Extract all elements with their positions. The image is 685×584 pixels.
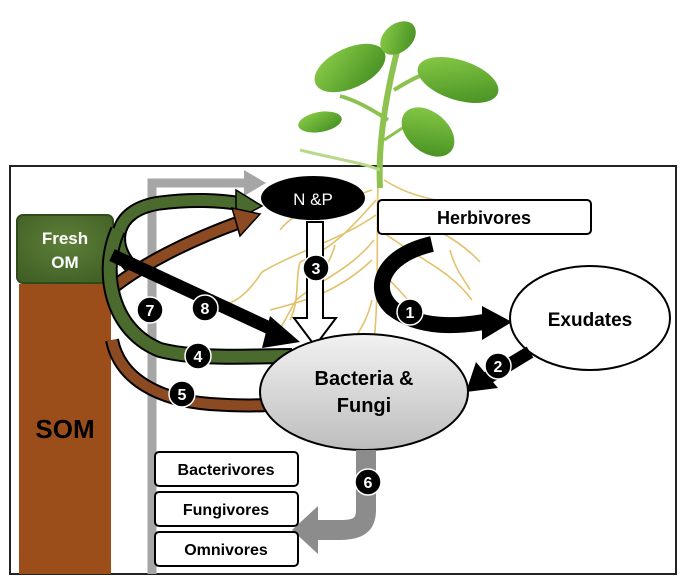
fungivores-box — [154, 491, 299, 527]
bacteria-fungi-label-line1: Bacteria & — [315, 368, 414, 390]
fresh-om-label-line1: Fresh — [42, 229, 88, 248]
bacterivores-label: Bacterivores — [178, 462, 275, 479]
svg-text:1: 1 — [406, 305, 415, 322]
np-label: N &P — [293, 190, 333, 209]
svg-text:6: 6 — [364, 475, 373, 492]
svg-text:8: 8 — [201, 301, 210, 318]
fresh-om-box — [16, 214, 114, 284]
fresh-om-label-line2: OM — [51, 253, 78, 272]
exudates-label: Exudates — [548, 310, 632, 331]
herbivores-label: Herbivores — [437, 208, 531, 228]
arrow-1 — [374, 236, 512, 340]
arrow-5 — [105, 338, 281, 413]
som-box — [19, 284, 111, 574]
exudates-node — [509, 265, 671, 371]
arrow-brown-som-to-np — [105, 207, 262, 296]
badge-1: 1 — [396, 298, 424, 326]
plant-icon — [298, 21, 499, 189]
badge-2: 2 — [484, 352, 512, 380]
som-label: SOM — [35, 414, 94, 444]
omnivores-box — [154, 531, 299, 567]
gray-return-arrow — [147, 170, 266, 574]
svg-text:7: 7 — [146, 303, 155, 320]
arrow-8 — [109, 249, 300, 348]
arrow-4 — [101, 226, 293, 365]
bacterivores-box — [154, 451, 299, 487]
badge-8: 8 — [191, 294, 219, 322]
arrow-3 — [292, 221, 338, 348]
fungivores-label: Fungivores — [183, 502, 269, 519]
svg-text:4: 4 — [194, 349, 203, 366]
badge-4: 4 — [184, 342, 212, 370]
badge-7: 7 — [136, 296, 164, 324]
svg-text:2: 2 — [494, 359, 503, 376]
omnivores-label: Omnivores — [184, 542, 268, 559]
badge-5: 5 — [168, 380, 196, 408]
herbivores-box — [377, 199, 592, 235]
bacteria-fungi-node — [259, 333, 469, 451]
badge-3: 3 — [302, 254, 330, 282]
svg-text:5: 5 — [178, 387, 187, 404]
badge-6: 6 — [354, 468, 382, 496]
np-node — [261, 176, 365, 220]
bacteria-fungi-label-line2: Fungi — [337, 395, 391, 417]
svg-text:3: 3 — [312, 261, 321, 278]
arrow-6 — [292, 450, 376, 554]
